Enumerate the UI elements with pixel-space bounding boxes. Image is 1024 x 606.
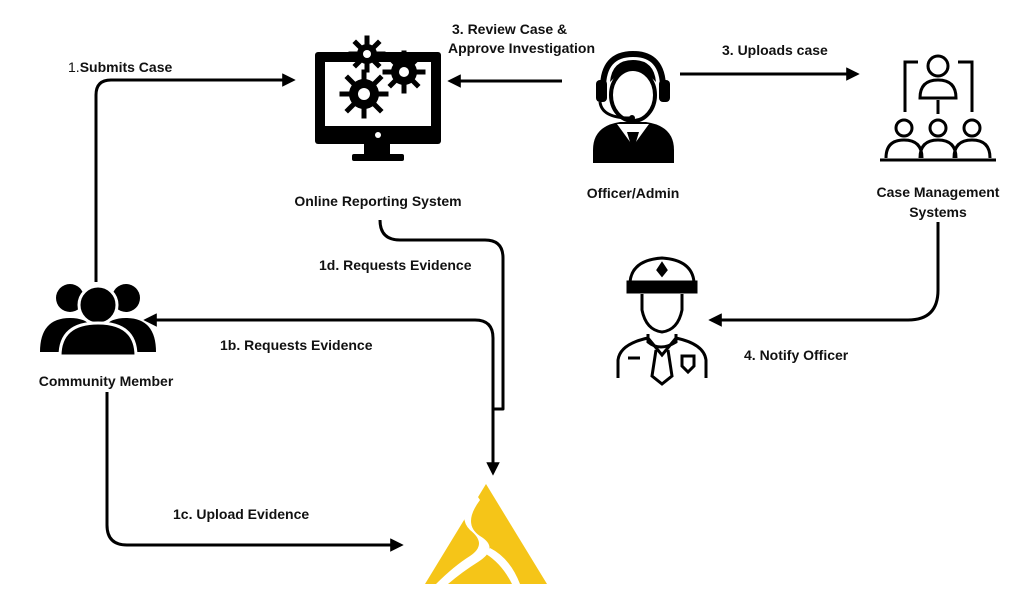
edge-label-text: Submits Case	[79, 59, 173, 75]
arrow-requests-evidence-1d	[378, 219, 505, 476]
node-label-officer-admin: Officer/Admin	[586, 185, 680, 201]
arrow-requests-evidence-1b	[143, 313, 495, 409]
edge-label-upload-evidence: 1c. Upload Evidence	[173, 506, 310, 522]
node-label-case-mgmt-line2: Systems	[909, 204, 967, 220]
node-label-reporting: Online Reporting System	[294, 193, 462, 209]
arrow-notify-officer	[708, 222, 940, 327]
edge-label-requests-evidence-1d: 1d. Requests Evidence	[319, 257, 472, 273]
headset-operator-icon	[593, 50, 674, 163]
computer-gears-icon	[315, 35, 441, 161]
yellow-triangle-logo-icon	[425, 484, 547, 584]
node-label-case-mgmt-line1: Case Management	[876, 184, 1000, 200]
edge-label-review-case-line1: 3. Review Case &	[452, 21, 568, 37]
edge-label-requests-evidence-1b: 1b. Requests Evidence	[220, 337, 373, 353]
org-team-icon	[880, 54, 996, 162]
arrow-upload-evidence	[105, 392, 404, 552]
people-group-icon	[40, 284, 156, 358]
edge-label-notify-officer: 4. Notify Officer	[744, 347, 849, 363]
edge-label-number: 1.	[68, 59, 80, 75]
edge-label-review-case-line2: Approve Investigation	[448, 40, 596, 56]
police-officer-icon	[616, 256, 708, 386]
edge-label-uploads-case: 3. Uploads case	[722, 42, 828, 58]
node-label-community: Community Member	[38, 373, 174, 389]
edge-label-submits-case: 1.Submits Case	[68, 58, 172, 76]
arrow-submits-case	[94, 73, 296, 282]
